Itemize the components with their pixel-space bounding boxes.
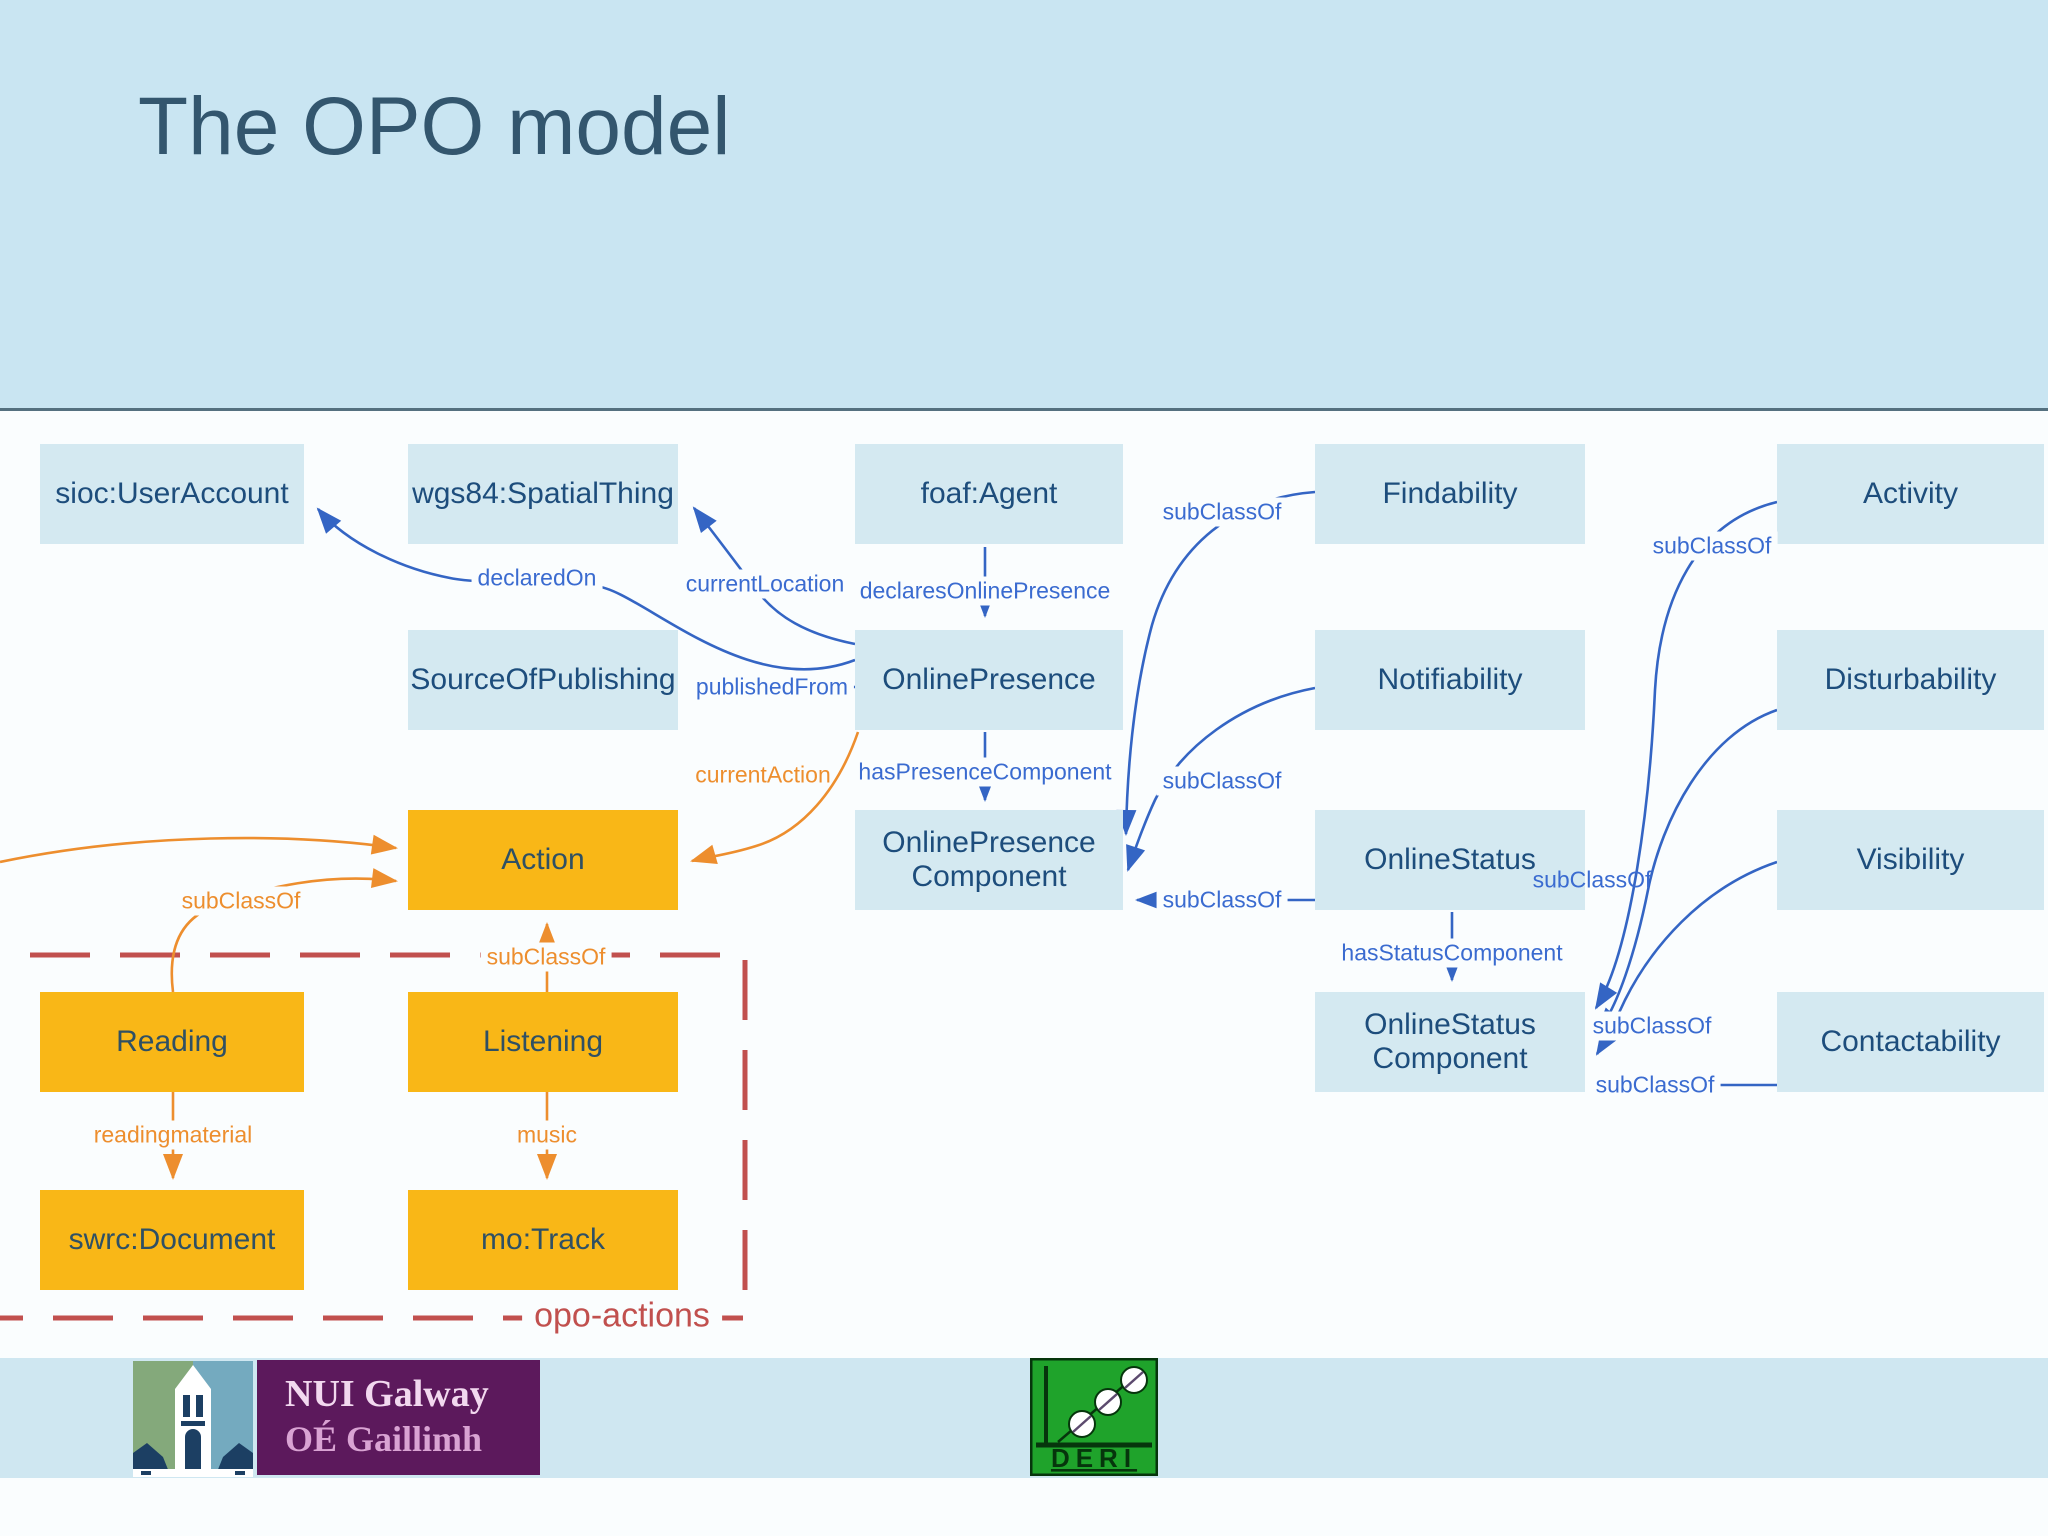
edge-label-current-location: currentLocation [679,569,851,599]
edge-label-declared-on: declaredOn [471,563,603,593]
node-wgs84-spatialthing: wgs84:SpatialThing [408,444,678,544]
edge-label-subclassof-reading: subClassOf [175,886,307,916]
deri-logo: DERI [1030,1358,1158,1476]
node-findability: Findability [1315,444,1585,544]
edge-label-has-status-component: hasStatusComponent [1335,938,1569,968]
opo-actions-group-border [0,952,748,1321]
node-sioc-useraccount: sioc:UserAccount [40,444,304,544]
node-source-of-publishing: SourceOfPublishing [408,630,678,730]
opo-actions-group-label: opo-actions [522,1294,722,1338]
nui-galway-name-en: NUI Galway [285,1373,489,1415]
edge-label-published-from: publishedFrom [689,672,855,702]
node-listening: Listening [408,992,678,1092]
nui-galway-logo: NUI Galway OÉ Gaillimh [257,1360,540,1475]
node-online-status: OnlineStatus [1315,810,1585,910]
edge-label-declares-online-presence: declaresOnlinePresence [853,576,1117,606]
header-divider-line [0,408,2048,411]
node-online-presence-component: OnlinePresence Component [855,810,1123,910]
node-action: Action [408,810,678,910]
edge-label-subclassof-contactability: subClassOf [1589,1070,1721,1100]
node-visibility: Visibility [1777,810,2044,910]
edge-label-subclassof-disturbability: subClassOf [1532,866,1652,893]
edge-label-subclassof-visibility: subClassOf [1586,1011,1718,1041]
nui-galway-crest-icon [133,1361,253,1477]
edge-label-has-presence-component: hasPresenceComponent [852,757,1118,787]
page-title: The OPO model [138,81,731,172]
node-swrc-document: swrc:Document [40,1190,304,1290]
node-reading: Reading [40,992,304,1092]
edge-label-subclassof-onlinestatus: subClassOf [1156,885,1288,915]
edge-label-reading-material: readingmaterial [87,1120,259,1150]
edge-label-music: music [510,1120,584,1150]
node-online-status-component: OnlineStatus Component [1315,992,1585,1092]
edge-label-subclassof-notifiability: subClassOf [1156,766,1288,796]
node-online-presence: OnlinePresence [855,630,1123,730]
node-foaf-agent: foaf:Agent [855,444,1123,544]
edge-activity-subclassof [1594,500,1778,1010]
node-activity: Activity [1777,444,2044,544]
edge-offslide-subclassof [0,834,398,864]
edge-label-subclassof-findability: subClassOf [1156,497,1288,527]
node-notifiability: Notifiability [1315,630,1585,730]
node-disturbability: Disturbability [1777,630,2044,730]
edge-disturbability-subclassof [1595,708,1778,1034]
edge-label-current-action: currentAction [695,761,831,788]
node-contactability: Contactability [1777,992,2044,1092]
node-mo-track: mo:Track [408,1190,678,1290]
edge-current-action [690,731,860,865]
edge-label-subclassof-activity: subClassOf [1646,531,1778,561]
nui-galway-name-ga: OÉ Gaillimh [285,1419,483,1459]
edge-label-subclassof-listening: subClassOf [480,942,612,972]
slide-header-band [0,0,2048,408]
deri-logo-text: DERI [1051,1443,1137,1473]
